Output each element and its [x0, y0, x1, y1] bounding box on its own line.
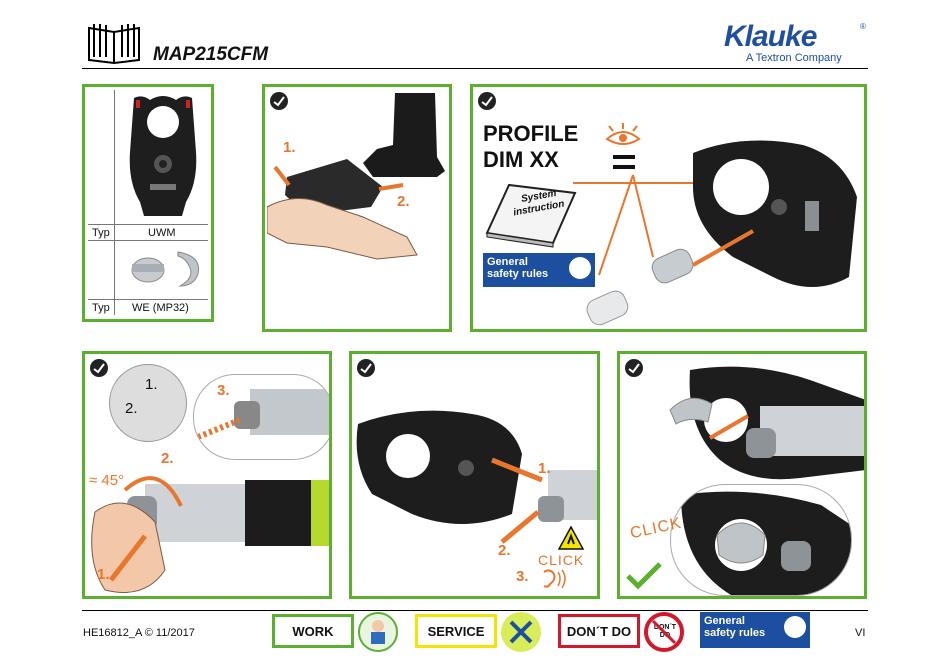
step-1-label: 1.	[538, 460, 551, 477]
row1-label: Typ	[92, 227, 110, 239]
footer-general-safety-rules: General safety rules	[700, 612, 810, 648]
tool-hand-illustration	[267, 87, 449, 327]
instruction-icon	[356, 358, 376, 378]
step-2-label: 2.	[161, 450, 174, 467]
work-legend: WORK	[272, 614, 354, 648]
insert-in-jaw-illustration	[640, 360, 864, 490]
panel-profile-check: PROFILE DIM XX System instruction Genera…	[470, 84, 867, 332]
angle-label: ≈ 45°	[89, 472, 125, 489]
table-divider-h3	[88, 299, 208, 300]
brand-subtitle: A Textron Company	[746, 52, 842, 64]
system-instruction-book	[483, 179, 577, 249]
safety-line-1: General	[487, 256, 528, 268]
detail-inset	[193, 374, 329, 460]
hand-warning-icon	[558, 526, 584, 550]
row2-value: WE (MP32)	[132, 302, 189, 314]
table-divider-h2	[88, 240, 208, 241]
click-label: CLICK	[538, 552, 585, 568]
step-2-label: 2.	[498, 542, 511, 559]
uwm-jaw-image	[124, 92, 202, 220]
click-detail-inset	[670, 484, 852, 596]
model-title: MAP215CFM	[153, 44, 269, 65]
panel-fit-jaw: 1. 2. 3. CLICK	[349, 351, 600, 599]
equals-sign	[613, 155, 635, 159]
brand-reg-mark: ®	[860, 22, 866, 31]
step-3-label: 3.	[516, 568, 529, 585]
inset-step-3: 3.	[217, 382, 230, 399]
step-2-label: 2.	[397, 193, 410, 210]
profile-text: PROFILE	[483, 121, 579, 146]
footer-safety-line-2: safety rules	[704, 627, 766, 639]
document-id: HE16812_A © 11/2017	[83, 627, 195, 639]
ear-icon	[540, 568, 570, 590]
dont-do-legend: DON´T DO	[558, 614, 640, 648]
row1-value: UWM	[148, 227, 176, 239]
tool-and-hand-illustration	[85, 450, 329, 596]
brand-logo: Klauke	[724, 20, 817, 53]
dont-do-sign-text: DON´T DO	[653, 624, 677, 639]
type-table: Typ UWM Typ WE (MP32)	[88, 90, 208, 315]
worker-icon	[358, 612, 398, 652]
step-1-label: 1.	[97, 566, 110, 583]
dim-text: DIM XX	[483, 147, 559, 172]
rotation-circle	[109, 364, 187, 442]
jaw-and-pipes-illustration	[573, 127, 864, 327]
instruction-icon	[624, 358, 644, 378]
circle-step-2: 2.	[125, 400, 138, 417]
footer-rule	[82, 610, 868, 611]
step-1-label: 1.	[283, 139, 296, 156]
panel-insert-click: CLICK	[617, 351, 867, 599]
row2-label: Typ	[92, 302, 110, 314]
checkmark-icon	[626, 562, 662, 590]
table-divider-v	[114, 90, 115, 315]
we-insert-image	[128, 246, 206, 290]
panel-insert-types: Typ UWM Typ WE (MP32)	[82, 84, 214, 322]
wrench-screwdriver-icon	[501, 612, 541, 652]
manual-book-icon	[85, 20, 143, 64]
footer-safety-line-1: General	[704, 615, 745, 627]
panel-insert-jaw: 1. 2.	[262, 84, 452, 332]
equals-sign-2	[613, 165, 635, 169]
eye-icon	[601, 123, 645, 151]
jaw-fitting-illustration	[352, 404, 597, 554]
panel-rotate-lock: 1. 2. 3. 2. ≈ 45° 1.	[82, 351, 332, 599]
instruction-icon	[477, 91, 497, 111]
safety-line-2: safety rules	[487, 268, 549, 280]
header-rule	[82, 68, 868, 69]
circle-step-1: 1.	[145, 376, 158, 393]
table-divider-h1	[88, 224, 208, 225]
safety-heart-icon	[569, 257, 591, 279]
instruction-icon	[269, 91, 289, 111]
instruction-icon	[89, 358, 109, 378]
footer-safety-heart-icon	[784, 616, 806, 638]
general-safety-rules-badge: General safety rules	[483, 253, 595, 287]
prohibition-icon: DON´T DO	[644, 612, 684, 652]
service-legend: SERVICE	[415, 614, 497, 648]
page-number: VI	[855, 627, 866, 639]
